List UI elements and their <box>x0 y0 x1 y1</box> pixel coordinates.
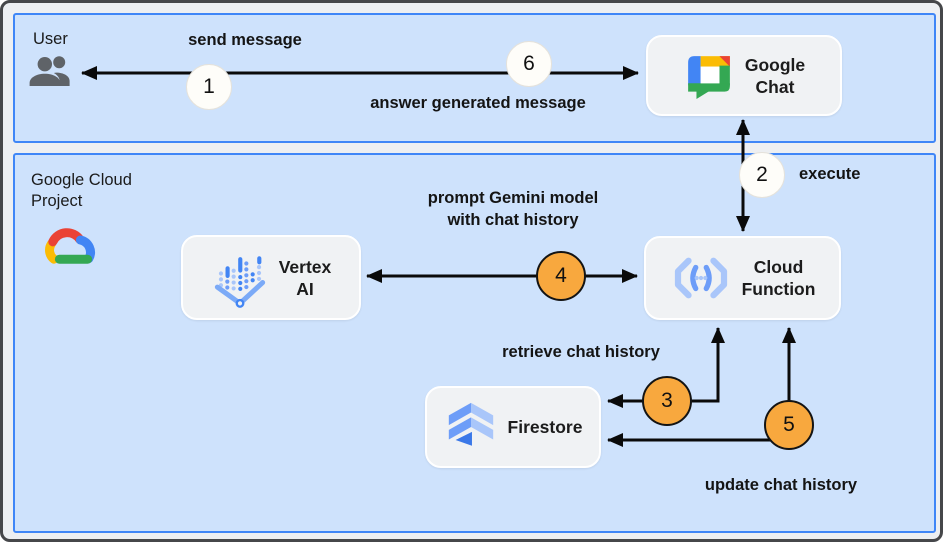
gcp-zone-label: Google Cloud Project <box>31 171 132 210</box>
node-label-google-chat: Google Chat <box>744 54 806 97</box>
node-label-cloud-function: Cloud Function <box>741 257 816 299</box>
edge-label-retrieve-chat-history: retrieve chat history <box>502 343 660 361</box>
users-icon <box>29 56 70 86</box>
node-label-firestore: Firestore <box>507 417 583 437</box>
step-number-1: 1 <box>203 75 215 98</box>
user-zone-label: User <box>33 30 68 48</box>
edge-label-update-chat-history: update chat history <box>704 476 858 494</box>
edge-label-prompt-gemini-line2: with chat history <box>447 211 579 229</box>
firestore-icon <box>448 402 493 446</box>
edge-label-send-message: send message <box>188 31 302 49</box>
step-badge-3: 3 <box>642 376 692 426</box>
node-vertex-ai: Vertex AI <box>181 235 361 320</box>
step-number-5: 5 <box>783 413 795 436</box>
edge-label-answer-generated-message: answer generated message <box>370 94 586 112</box>
step-badge-5: 5 <box>764 400 814 450</box>
edge-label-prompt-gemini: prompt Gemini model with chat history <box>428 189 599 230</box>
edge-label-execute: execute <box>799 165 861 183</box>
step-badge-6: 6 <box>506 41 552 87</box>
google-cloud-logo <box>45 228 95 264</box>
node-google-chat: Google Chat <box>646 35 842 116</box>
cloud-function-icon <box>674 257 727 299</box>
node-cloud-function: Cloud Function <box>644 236 841 320</box>
step-number-2: 2 <box>756 163 768 186</box>
google-chat-icon <box>687 55 730 99</box>
step-badge-4: 4 <box>536 251 586 301</box>
step-badge-2: 2 <box>739 152 785 198</box>
step-number-3: 3 <box>661 389 673 412</box>
step-number-6: 6 <box>523 52 535 75</box>
vertex-ai-icon <box>214 255 265 308</box>
edge-label-prompt-gemini-line1: prompt Gemini model <box>427 189 599 207</box>
step-badge-1: 1 <box>186 64 232 110</box>
node-firestore: Firestore <box>425 386 601 468</box>
step-number-4: 4 <box>555 264 567 287</box>
node-label-vertex-ai: Vertex AI <box>278 256 332 299</box>
